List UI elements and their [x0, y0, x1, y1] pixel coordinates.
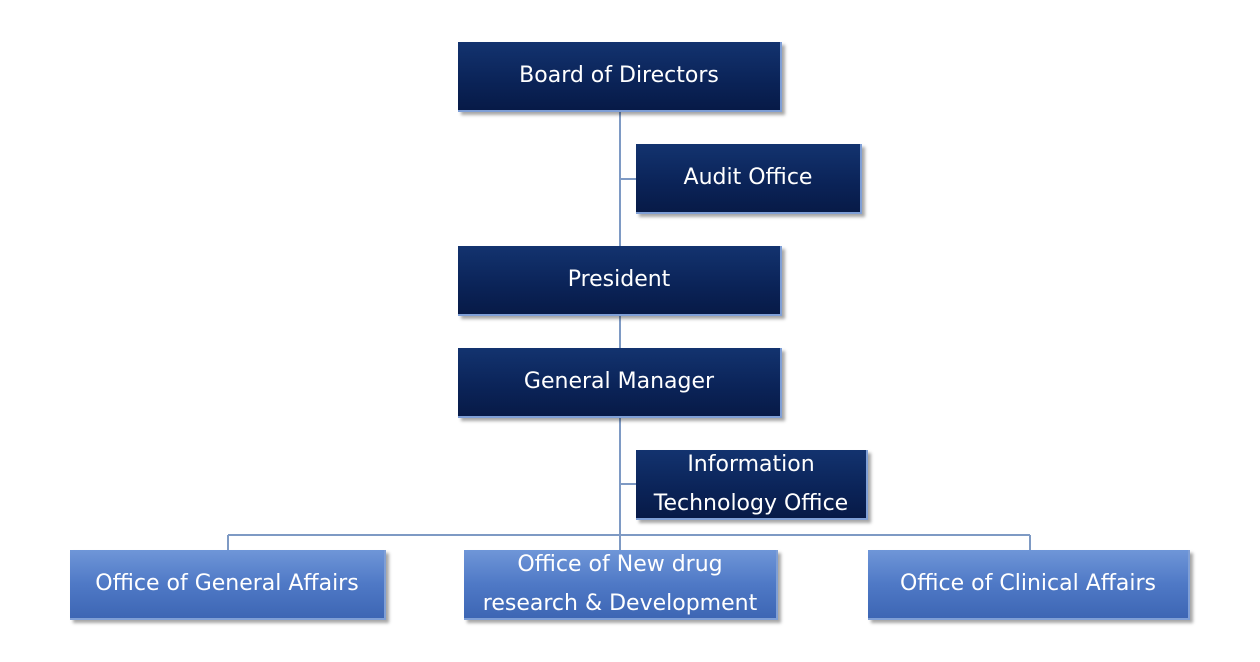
office-new-drug-rd-label: Office of New drug research & Developmen… — [482, 552, 758, 616]
board-of-directors-box: Board of Directors — [458, 42, 782, 112]
board-of-directors-label: Board of Directors — [519, 63, 719, 88]
office-new-drug-rd-box: Office of New drug research & Developmen… — [464, 550, 778, 620]
information-technology-office-box: Information Technology Office — [636, 450, 868, 520]
office-general-affairs-box: Office of General Affairs — [70, 550, 386, 620]
office-clinical-affairs-label: Office of Clinical Affairs — [899, 571, 1157, 596]
president-label: President — [567, 267, 671, 292]
general-manager-label: General Manager — [523, 369, 715, 394]
audit-office-box: Audit Office — [636, 144, 862, 214]
president-box: President — [458, 246, 782, 316]
general-manager-box: General Manager — [458, 348, 782, 418]
office-clinical-affairs-box: Office of Clinical Affairs — [868, 550, 1190, 620]
audit-office-label: Audit Office — [683, 165, 813, 190]
office-general-affairs-label: Office of General Affairs — [95, 571, 359, 596]
information-technology-office-label: Information Technology Office — [653, 452, 849, 516]
